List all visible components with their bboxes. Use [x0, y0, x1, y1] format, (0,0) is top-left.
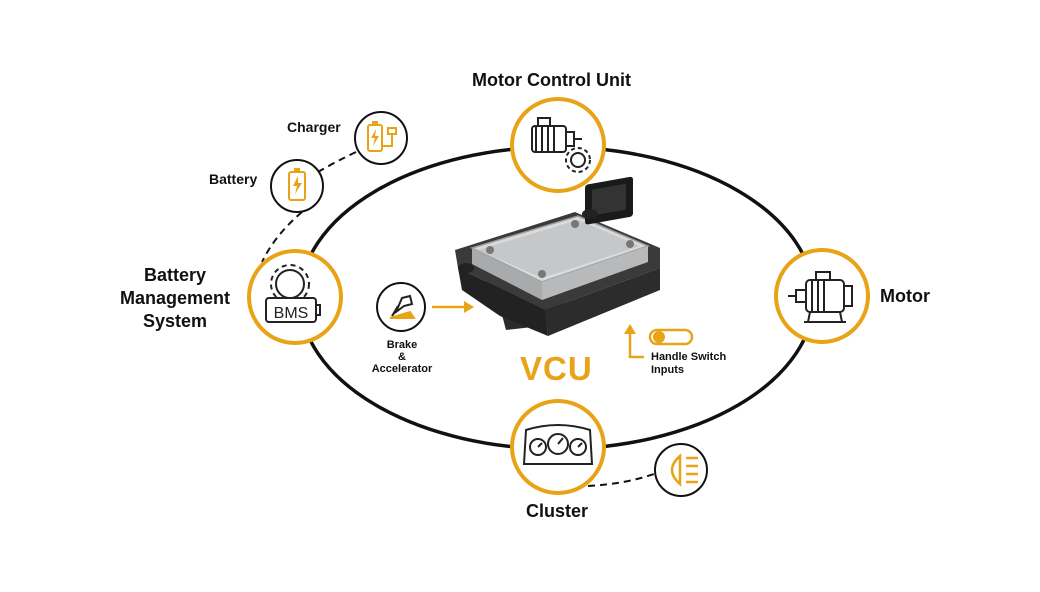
handle-switch-node [648, 328, 694, 346]
electric-motor-icon [788, 271, 853, 323]
bms-gear-icon [265, 264, 321, 323]
brake-accelerator-node [376, 282, 426, 332]
brake-accelerator-label: Brake & Accelerator [366, 339, 438, 375]
brake-label-line-3: Accelerator [371, 363, 433, 375]
charger-plug-icon [367, 121, 397, 152]
cluster-label: Cluster [526, 501, 589, 521]
battery-bms-dashed-link [261, 211, 303, 263]
handle-switch-label-line-1: Handle Switch [651, 351, 727, 363]
cluster-headlamp-dashed-link [587, 473, 655, 487]
charger-label: Charger [287, 119, 341, 135]
vcu-device-image [455, 176, 660, 336]
pedal-icon [389, 294, 416, 319]
brake-label-line-2: & [398, 351, 406, 363]
bms-label-line-1: Battery [143, 265, 207, 285]
handle-switch-arrow [624, 324, 644, 359]
motor-gear-icon [531, 117, 591, 173]
bms-label: Battery Management System [112, 264, 238, 333]
toggle-switch-icon [648, 328, 694, 346]
handle-switch-label: Handle Switch Inputs [651, 351, 726, 377]
battery-icon [288, 168, 306, 201]
charger-node [354, 111, 408, 165]
bms-node [247, 249, 343, 345]
motor-label: Motor [880, 286, 930, 306]
charger-battery-dashed-link [317, 151, 357, 173]
vcu-title: VCU [520, 350, 593, 387]
battery-label: Battery [209, 171, 258, 187]
motor-control-unit-label: Motor Control Unit [472, 70, 631, 90]
bms-icon-text: BMS [274, 305, 309, 322]
instrument-cluster-icon [522, 424, 594, 465]
handle-switch-label-line-2: Inputs [651, 364, 684, 376]
motor-node [774, 248, 870, 344]
headlamp-icon [670, 453, 698, 487]
brake-arrow [432, 301, 474, 313]
bms-label-line-3: System [142, 311, 208, 331]
bms-label-line-2: Management [119, 288, 231, 308]
battery-node [270, 159, 324, 213]
motor-control-unit-node [510, 97, 606, 193]
brake-label-line-1: Brake [386, 339, 418, 351]
headlamp-node [654, 443, 708, 497]
cluster-node [510, 399, 606, 495]
